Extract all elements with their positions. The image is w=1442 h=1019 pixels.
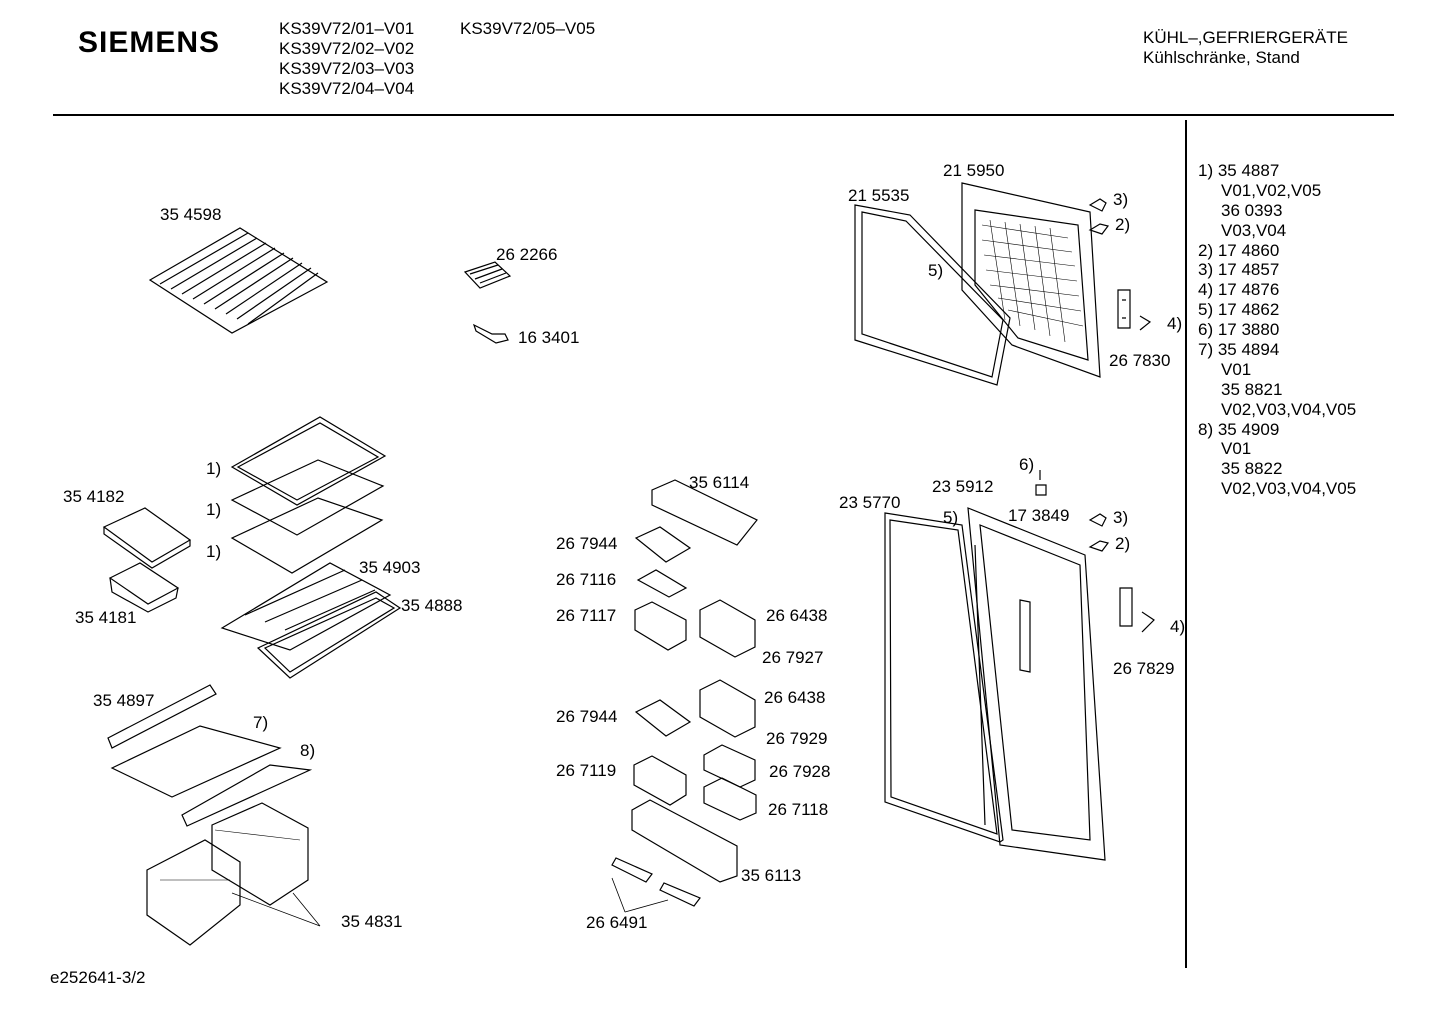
legend-line: V03,V04 [1221,220,1287,240]
legend-line: 5) 17 4862 [1198,300,1280,320]
legend-line: 3) 17 4857 [1198,260,1280,280]
model-number: KS39V72/03–V03 [279,59,415,78]
category-title: KÜHL–,GEFRIERGERÄTE [1143,28,1348,47]
glass-shelves [230,416,387,574]
part-label: 7) [253,713,269,732]
legend-line: V02,V03,V04,V05 [1221,399,1357,419]
legend-divider [1185,120,1187,968]
small-drawers [102,507,192,613]
part-label: 26 7944 [556,707,618,726]
fridge-door [884,507,1106,861]
part-label: 26 6438 [764,688,826,707]
legend-line: 1) 35 4887 [1198,161,1280,180]
legend-line: V01 [1221,359,1252,379]
part-label: 23 5912 [932,477,994,496]
header-divider [53,114,1394,116]
legend-line: 6) 17 3880 [1198,320,1280,340]
part-label: 3) [1113,190,1129,209]
part-label: 35 4897 [93,691,155,710]
hinge-parts-lower [1035,470,1155,633]
legend-line: 4) 17 4876 [1198,280,1280,300]
hinge-parts-upper [1088,198,1152,331]
part-label: 35 4598 [160,205,222,224]
model-number: KS39V72/01–V01 [279,19,415,38]
part-label: 8) [300,741,316,760]
part-label: 35 6114 [689,473,750,492]
document-id: e252641-3/2 [50,968,146,987]
part-label: 1) [206,542,222,561]
legend-line: V02,V03,V04,V05 [1221,479,1357,499]
part-label: 26 7944 [556,534,618,553]
part-label: 4) [1170,617,1186,636]
legend-line: 8) 35 4909 [1198,419,1280,439]
part-label: 26 7927 [762,648,824,667]
model-list-2: KS39V72/05–V05 [460,19,595,39]
freezer-door [961,182,1101,378]
part-label: 35 6113 [741,866,802,885]
part-label: 35 4903 [359,558,421,577]
part-label: 5) [928,261,944,280]
part-label: 1) [206,459,222,478]
part-label: 35 4182 [63,487,125,506]
part-label: 26 7118 [768,800,829,819]
legend-line: 7) 35 4894 [1198,340,1280,360]
legend-line: V01 [1221,439,1252,459]
brand-logo: SIEMENS [78,26,221,59]
legend-line: V01,V02,V05 [1221,180,1322,200]
crisper-cover [220,562,402,679]
ice-tray [463,261,512,289]
part-label: 26 7929 [766,729,828,748]
part-label: 35 4181 [75,608,137,627]
door-bins [611,479,758,907]
part-label: 2) [1115,534,1131,553]
parts-legend: 1) 35 4887 V01,V02,V05 36 0393 V03,V04 2… [1198,161,1356,499]
leader-lines [231,877,669,927]
part-label: 21 5535 [848,186,910,205]
part-label: 35 4831 [341,912,403,931]
category-subtitle: Kühlschränke, Stand [1143,48,1300,67]
part-label: 26 6491 [586,913,648,932]
part-label: 23 5770 [839,493,901,512]
part-label: 1) [206,500,222,519]
part-label: 26 7117 [556,606,617,625]
crisper-drawers [146,802,309,946]
part-label: 21 5950 [943,161,1005,180]
model-number: KS39V72/02–V02 [279,39,415,58]
part-label: 3) [1113,508,1129,527]
part-label: 4) [1167,314,1183,333]
model-list-1: KS39V72/01–V01 KS39V72/02–V02 KS39V72/03… [279,19,414,99]
wire-shelf [148,227,329,334]
part-label: 2) [1115,215,1131,234]
ice-scraper [472,323,509,344]
freezer-gasket [854,204,1011,386]
legend-line: 2) 17 4860 [1198,240,1280,260]
part-label: 26 7116 [556,570,617,589]
part-label: 17 3849 [1008,506,1070,525]
part-label: 26 6438 [766,606,828,625]
part-label: 5) [943,508,959,527]
part-label: 35 4888 [401,596,463,615]
glass-plates [107,684,313,827]
model-number: KS39V72/05–V05 [460,19,596,38]
model-number: KS39V72/04–V04 [279,79,415,98]
part-label: 26 7829 [1113,659,1175,678]
part-label: 16 3401 [518,328,580,347]
part-label: 26 7830 [1109,351,1171,370]
part-label: 26 2266 [496,245,558,264]
part-label: 26 7119 [556,761,617,780]
legend-line: 36 0393 [1221,200,1283,220]
category: KÜHL–,GEFRIERGERÄTE Kühlschränke, Stand [1143,28,1348,68]
part-label: 6) [1019,455,1035,474]
legend-line: 35 8822 [1221,459,1283,479]
part-label: 26 7928 [769,762,831,781]
legend-line: 35 8821 [1221,379,1283,399]
